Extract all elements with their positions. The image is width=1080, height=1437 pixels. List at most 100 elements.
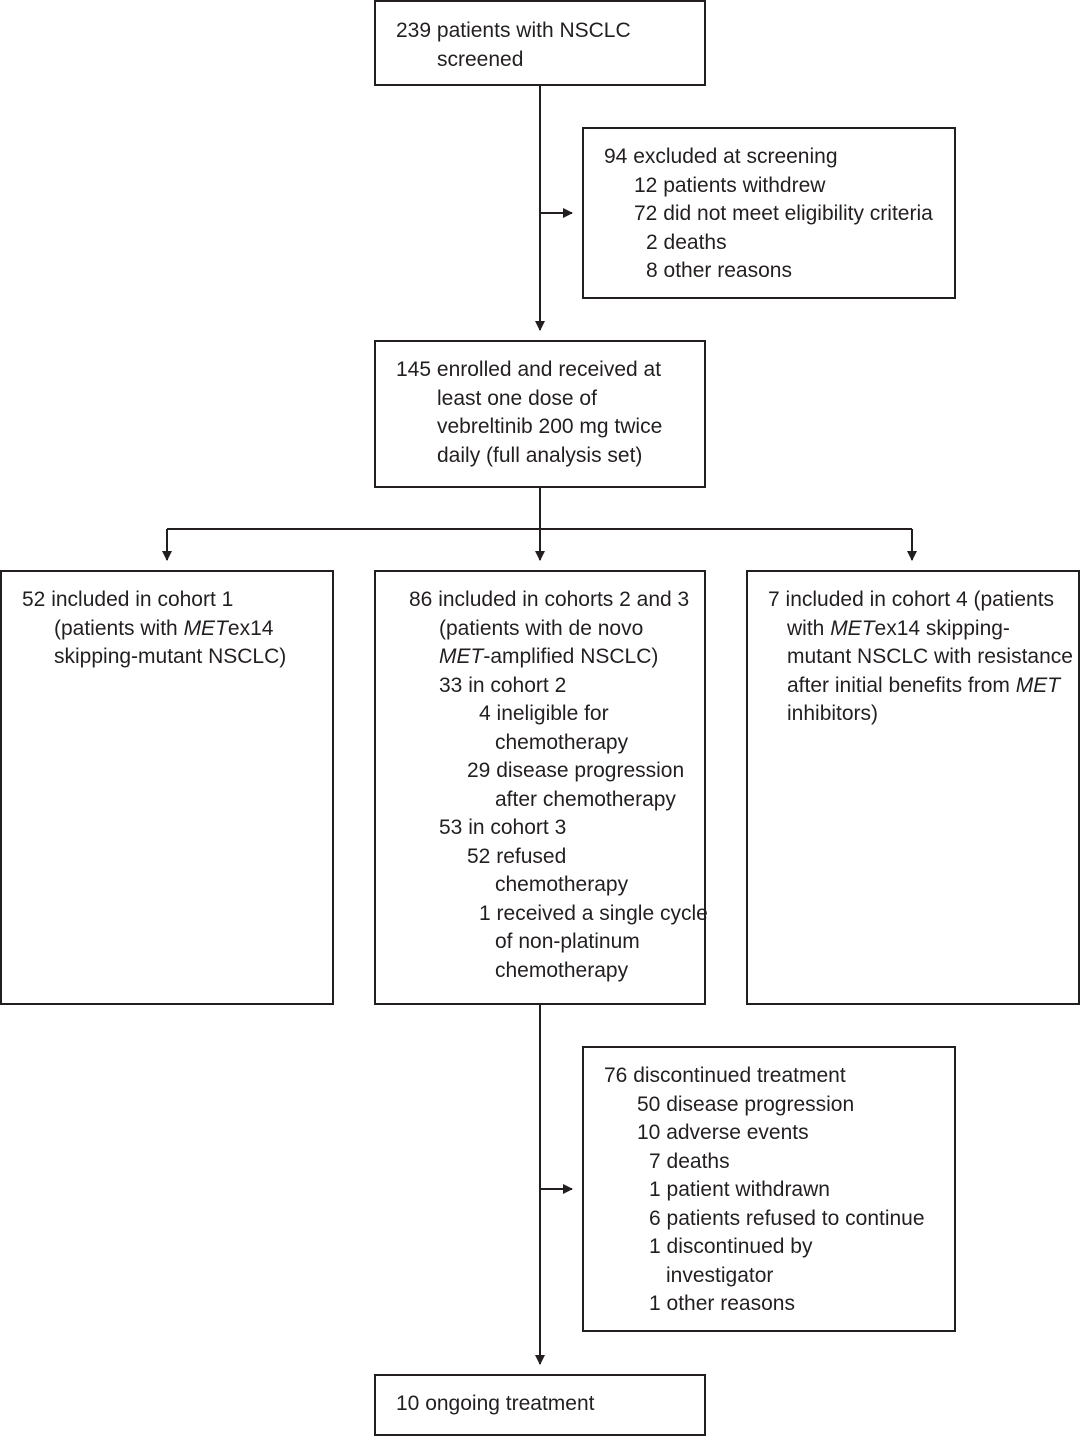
gene-name-italic: MET bbox=[1015, 673, 1061, 697]
box-line: mutant NSCLC with resistance bbox=[787, 643, 1073, 672]
box-line: daily (full analysis set) bbox=[437, 442, 642, 471]
line-number: 239 bbox=[396, 19, 432, 42]
line-label: chemotherapy bbox=[495, 873, 629, 896]
box-line: 1 received a single cycle bbox=[479, 900, 708, 929]
line-label: chemotherapy bbox=[495, 730, 629, 754]
line-number: 2 bbox=[646, 230, 658, 254]
line-number: 12 bbox=[634, 173, 658, 197]
box-line: vebreltinib 200 mg twice bbox=[437, 413, 662, 442]
line-label: vebreltinib 200 mg twice bbox=[437, 415, 663, 438]
box-line: 145 enrolled and received at bbox=[396, 356, 661, 385]
excluded-box: 94 excluded at screening 12 patients wit… bbox=[582, 127, 956, 299]
line-label: adverse events bbox=[666, 1121, 809, 1144]
line-label: other reasons bbox=[666, 1292, 795, 1315]
line-label: refused bbox=[496, 844, 567, 868]
box-line: 7 included in cohort 4 (patients bbox=[768, 586, 1054, 615]
line-label: patients with NSCLC bbox=[436, 19, 631, 42]
box-line: 10 adverse events bbox=[637, 1119, 809, 1148]
line-number: 1 bbox=[649, 1178, 661, 1201]
line-number: 145 bbox=[396, 358, 432, 381]
line-label: screened bbox=[437, 47, 524, 71]
line-number: 52 bbox=[467, 844, 491, 868]
line-number: 6 bbox=[649, 1206, 661, 1230]
box-line: 239 patients with NSCLC bbox=[396, 17, 631, 46]
line-number: 76 bbox=[604, 1064, 628, 1087]
line-label: did not meet eligibility criteria bbox=[663, 202, 933, 225]
box-line: inhibitors) bbox=[787, 700, 878, 729]
box-line: 76 discontinued treatment bbox=[604, 1062, 846, 1091]
line-number: 29 bbox=[467, 759, 491, 782]
box-line: 53 in cohort 3 bbox=[439, 814, 566, 843]
line-label: included in cohorts 2 and 3 bbox=[438, 588, 690, 611]
box-line: investigator bbox=[666, 1262, 773, 1291]
line-label: least one dose of bbox=[437, 386, 597, 410]
discontinued-box: 76 discontinued treatment 50 disease pro… bbox=[582, 1046, 956, 1332]
box-line: 50 disease progression bbox=[637, 1091, 854, 1120]
line-number: 86 bbox=[409, 588, 433, 611]
box-line: 52 included in cohort 1 bbox=[22, 586, 233, 615]
line-number: 10 bbox=[637, 1121, 661, 1144]
line-label: (patients with de novo bbox=[439, 616, 644, 640]
cohort1-box: 52 included in cohort 1 (patients with M… bbox=[0, 570, 334, 1005]
box-line: MET-amplified NSCLC) bbox=[439, 643, 658, 672]
line-label: included in cohort 1 bbox=[51, 588, 234, 611]
box-line: 6 patients refused to continue bbox=[649, 1205, 925, 1234]
ongoing-box: 10 ongoing treatment bbox=[374, 1374, 706, 1436]
box-line: 7 deaths bbox=[649, 1148, 730, 1177]
box-line: 1 discontinued by bbox=[649, 1233, 812, 1262]
line-text-pre: with bbox=[787, 616, 831, 640]
line-text-post: -amplified NSCLC) bbox=[483, 645, 659, 668]
box-line: 94 excluded at screening bbox=[604, 143, 838, 172]
line-label: daily (full analysis set) bbox=[437, 443, 643, 467]
line-label: disease progression bbox=[496, 759, 685, 782]
line-number: 10 bbox=[396, 1392, 420, 1415]
screening-box: 239 patients with NSCLC screened bbox=[374, 0, 706, 86]
line-label: discontinued by bbox=[666, 1235, 813, 1258]
line-label: deaths bbox=[666, 1149, 730, 1173]
box-line: screened bbox=[437, 46, 523, 75]
line-label: disease progression bbox=[666, 1092, 855, 1116]
line-label: of non-platinum bbox=[495, 930, 640, 953]
box-line: 1 other reasons bbox=[649, 1290, 795, 1319]
cohort4-box: 7 included in cohort 4 (patients with ME… bbox=[746, 570, 1080, 1005]
line-label: excluded at screening bbox=[633, 145, 838, 168]
line-label: ongoing treatment bbox=[425, 1392, 595, 1415]
gene-name-italic: MET bbox=[183, 616, 228, 640]
line-text-post: ex14 bbox=[227, 616, 274, 640]
line-label: patient withdrawn bbox=[666, 1178, 830, 1201]
line-number: 50 bbox=[637, 1092, 661, 1116]
line-number: 52 bbox=[22, 588, 46, 611]
box-line: 29 disease progression bbox=[467, 757, 684, 786]
line-label: in cohort 3 bbox=[468, 816, 567, 839]
line-label: other reasons bbox=[663, 259, 792, 282]
gene-name-italic: MET bbox=[439, 645, 484, 668]
box-line: (patients with de novo bbox=[439, 615, 643, 644]
box-line: 8 other reasons bbox=[646, 257, 792, 286]
line-text-pre: after initial benefits from bbox=[787, 673, 1016, 697]
line-label: after chemotherapy bbox=[495, 787, 676, 811]
line-number: 7 bbox=[768, 588, 780, 611]
box-line: after initial benefits from MET bbox=[787, 672, 1060, 701]
box-line: skipping-mutant NSCLC) bbox=[54, 643, 286, 672]
line-label: included in cohort 4 (patients bbox=[785, 588, 1055, 611]
line-number: 33 bbox=[439, 673, 463, 697]
line-label: ineligible for bbox=[496, 702, 609, 725]
line-number: 94 bbox=[604, 145, 628, 168]
cohort23-box: 86 included in cohorts 2 and 3 (patients… bbox=[374, 570, 708, 1005]
line-label: patients refused to continue bbox=[666, 1206, 925, 1230]
box-line: 10 ongoing treatment bbox=[396, 1390, 595, 1419]
line-label: received a single cycle bbox=[496, 901, 708, 925]
gene-name-italic: MET bbox=[830, 616, 875, 640]
box-line: 33 in cohort 2 bbox=[439, 672, 566, 701]
line-number: 8 bbox=[646, 259, 658, 282]
box-line: (patients with METex14 bbox=[54, 615, 273, 644]
box-line: 4 ineligible for bbox=[479, 700, 609, 729]
box-line: 2 deaths bbox=[646, 229, 727, 258]
line-label: inhibitors) bbox=[787, 702, 879, 725]
box-line: 72 did not meet eligibility criteria bbox=[634, 200, 933, 229]
line-label: mutant NSCLC with resistance bbox=[787, 645, 1073, 668]
box-line: chemotherapy bbox=[495, 729, 628, 758]
line-number: 1 bbox=[479, 901, 491, 925]
line-label: chemotherapy bbox=[495, 958, 629, 982]
box-line: with METex14 skipping- bbox=[787, 615, 1010, 644]
